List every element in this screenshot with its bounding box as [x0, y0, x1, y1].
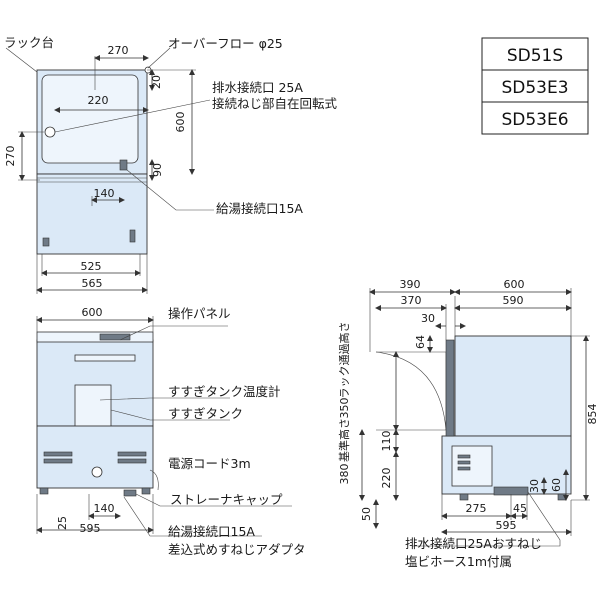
side-view-upper-body — [454, 335, 572, 437]
base-height-label: 基準高さ — [337, 418, 351, 462]
model-2: SD53E3 — [501, 78, 568, 98]
adapter-label: 差込式めすねじアダプタ — [168, 542, 306, 557]
front-view-handle — [74, 354, 136, 362]
dim-front-600: 600 — [82, 306, 103, 319]
dim-side-595: 595 — [496, 519, 517, 532]
hot-water-port-icon — [119, 159, 128, 171]
control-panel-display — [99, 333, 131, 341]
dim-side-854: 854 — [586, 404, 599, 425]
side-view-control-box — [451, 445, 493, 487]
dim-top-20: 20 — [150, 75, 163, 89]
dim-side-45: 45 — [513, 502, 527, 515]
dim-top-270-left: 270 — [4, 146, 17, 167]
dim-side-30-right: 30 — [528, 479, 541, 493]
model-table: SD51S SD53E3 SD53E6 — [481, 37, 589, 135]
dim-top-565: 565 — [82, 277, 103, 290]
dim-front-25: 25 — [56, 516, 69, 530]
dim-side-370: 370 — [401, 294, 422, 307]
rinse-thermometer-icon — [91, 466, 103, 478]
dim-side-600: 600 — [504, 278, 525, 291]
top-view-foot-right — [129, 229, 136, 243]
dim-side-60: 60 — [550, 478, 563, 492]
dim-front-140: 140 — [94, 502, 115, 515]
top-view-lower-body — [36, 173, 148, 255]
dim-side-50: 50 — [360, 507, 373, 521]
top-view: 270 220 20 600 270 90 140 525 565 ラック台 オ… — [4, 35, 338, 294]
side-view: 390 600 370 590 30 64 350 ラック通過高さ 854 11… — [337, 278, 599, 569]
drain-thread-label: 接続ねじ部自在回転式 — [212, 96, 338, 111]
dim-front-595: 595 — [80, 522, 101, 535]
dim-side-380: 380 — [338, 464, 351, 485]
dim-top-525: 525 — [81, 260, 102, 273]
dim-side-275: 275 — [466, 502, 487, 515]
strainer-cap-label: ストレーナキャップ — [170, 492, 283, 507]
hose-label: 塩ビホース1m付属 — [405, 554, 512, 569]
rinse-tank-window — [74, 384, 112, 434]
dim-side-390: 390 — [400, 278, 421, 291]
model-1: SD51S — [507, 46, 563, 66]
dim-top-600: 600 — [174, 112, 187, 133]
top-view-tank-outline — [41, 74, 139, 164]
overflow-label: オーバーフロー φ25 — [168, 36, 283, 51]
side-vent-slots — [457, 454, 471, 471]
panel-label: 操作パネル — [168, 306, 231, 321]
front-foot-right — [141, 487, 151, 495]
drain-connection-label: 排水接続口 25A — [212, 80, 303, 95]
front-view: 600 140 595 25 操作パネル すすぎタンク温度計 すすぎタンク 電源… — [36, 306, 306, 557]
power-cord-label: 電源コード3m — [168, 456, 251, 471]
front-view-lower-body — [36, 425, 154, 489]
dim-side-220: 220 — [380, 468, 393, 489]
front-vent-slots — [43, 451, 147, 464]
rinse-tank-label: すすぎタンク — [168, 406, 243, 421]
dim-side-110: 110 — [380, 431, 393, 452]
rinse-temp-label: すすぎタンク温度計 — [168, 384, 281, 399]
strainer-cap-icon — [123, 489, 137, 497]
dim-top-90: 90 — [151, 163, 164, 177]
side-drain-label: 排水接続口25Aおすねじ — [405, 536, 542, 551]
dim-side-30-top: 30 — [421, 312, 435, 325]
dim-side-590: 590 — [503, 294, 524, 307]
front-view-panel — [36, 331, 154, 343]
top-hot-water-label: 給湯接続口15A — [216, 201, 303, 216]
door-swing-arc — [375, 351, 447, 431]
rack-label: ラック台 — [4, 35, 54, 50]
dim-top-220: 220 — [88, 94, 109, 107]
front-hot-water-label: 給湯接続口15A — [168, 524, 255, 539]
top-view-foot-left — [42, 237, 50, 247]
front-foot-left — [39, 487, 49, 495]
model-3: SD53E6 — [501, 110, 568, 130]
drain-port-icon — [44, 126, 56, 138]
dim-side-350: 350 — [338, 398, 351, 419]
rack-height-label: ラック通過高さ — [337, 322, 351, 399]
dim-top-140: 140 — [94, 187, 115, 200]
power-cord-icon — [149, 469, 159, 491]
side-foot-right — [557, 493, 567, 501]
dim-top-270: 270 — [108, 44, 129, 57]
side-foot-left — [459, 493, 469, 501]
dim-side-64: 64 — [414, 335, 427, 349]
side-view-door — [445, 339, 455, 437]
drain-hose-icon — [493, 486, 529, 496]
